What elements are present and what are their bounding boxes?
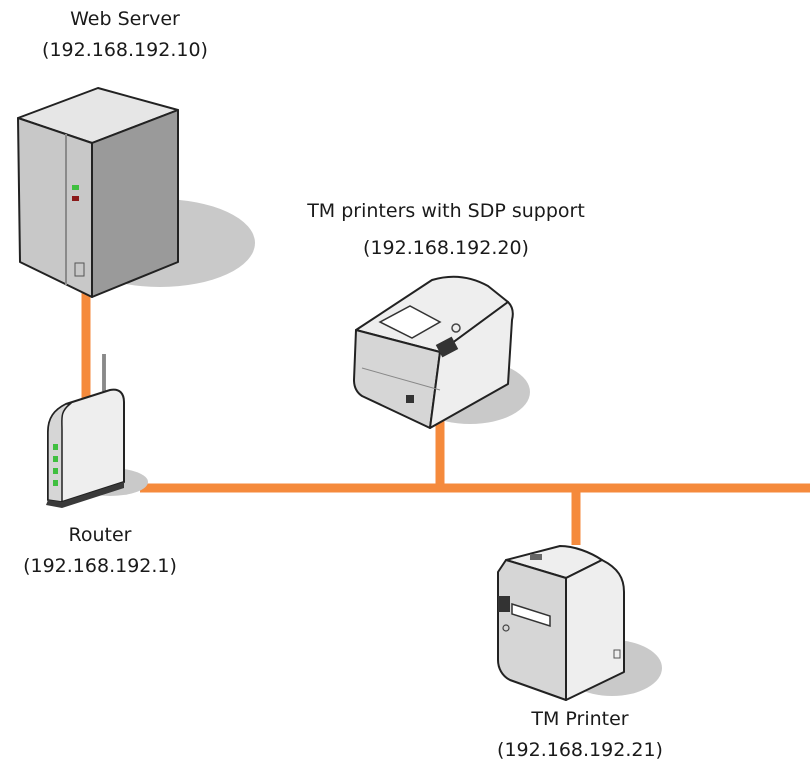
receipt-printer-icon [353, 275, 530, 429]
tm-printer-ip: (192.168.192.21) [497, 739, 663, 761]
sdp-printer-top [355, 275, 509, 353]
server-front-face [17, 117, 93, 298]
web-server-ip: (192.168.192.10) [42, 39, 208, 61]
network-links [81, 290, 810, 545]
router-led-1 [53, 444, 58, 450]
router-name: Router [68, 524, 132, 546]
sdp-printer-side [429, 301, 514, 429]
tm-printer-side [565, 559, 625, 701]
sdp-printer-label: TM printers with SDP support (192.168.19… [307, 198, 585, 261]
compact-printer-icon [497, 545, 662, 701]
server-led-red [72, 196, 79, 201]
router-led-3 [53, 468, 58, 474]
router-icon [46, 354, 148, 508]
router-led-2 [53, 456, 58, 462]
router-label: Router (192.168.192.1) [23, 522, 177, 579]
server-icon [17, 87, 255, 298]
router-ip: (192.168.192.1) [23, 555, 177, 577]
router-led-4 [53, 480, 58, 486]
server-side-face [91, 109, 179, 298]
tm-printer-name: TM Printer [531, 708, 629, 730]
web-server-label: Web Server (192.168.192.10) [42, 6, 208, 63]
web-server-name: Web Server [70, 8, 180, 30]
tm-printer-label: TM Printer (192.168.192.21) [497, 706, 663, 763]
sdp-printer-name: TM printers with SDP support [307, 200, 585, 222]
tm-printer-front [497, 559, 567, 701]
server-led-green [72, 185, 79, 190]
sdp-printer-ip: (192.168.192.20) [363, 237, 529, 259]
sdp-printer-front [353, 329, 441, 429]
